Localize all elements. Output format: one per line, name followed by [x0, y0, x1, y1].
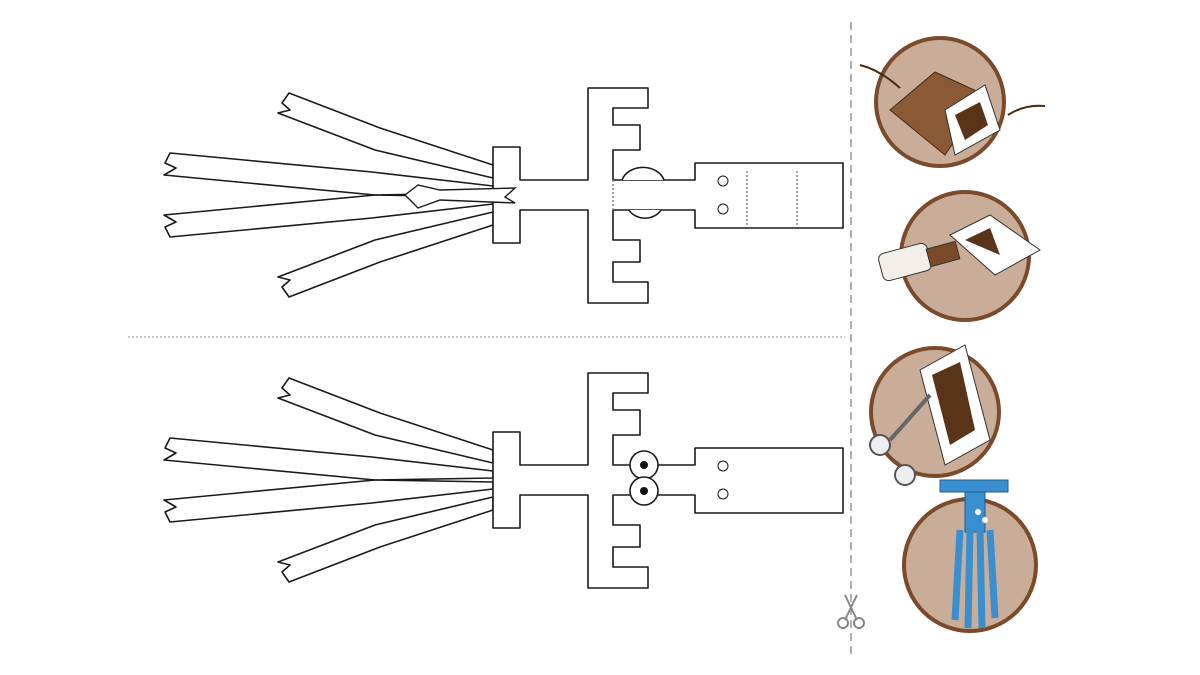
top-piece [163, 87, 844, 304]
hole [717, 203, 729, 215]
ear-flap-bottom [628, 209, 662, 219]
bottom-piece [163, 372, 844, 589]
center-tab [403, 184, 517, 209]
step-cut-out [869, 344, 1001, 486]
pupil [640, 461, 648, 469]
scissors-icon [837, 594, 865, 629]
pupil [640, 487, 648, 495]
ear-flap-top [621, 166, 665, 181]
hole [717, 460, 729, 472]
step-apply-glue [878, 190, 1041, 322]
step-finished-moose [902, 479, 1038, 633]
hole [717, 488, 729, 500]
step-glue-paper [859, 36, 1046, 168]
hole [717, 175, 729, 187]
